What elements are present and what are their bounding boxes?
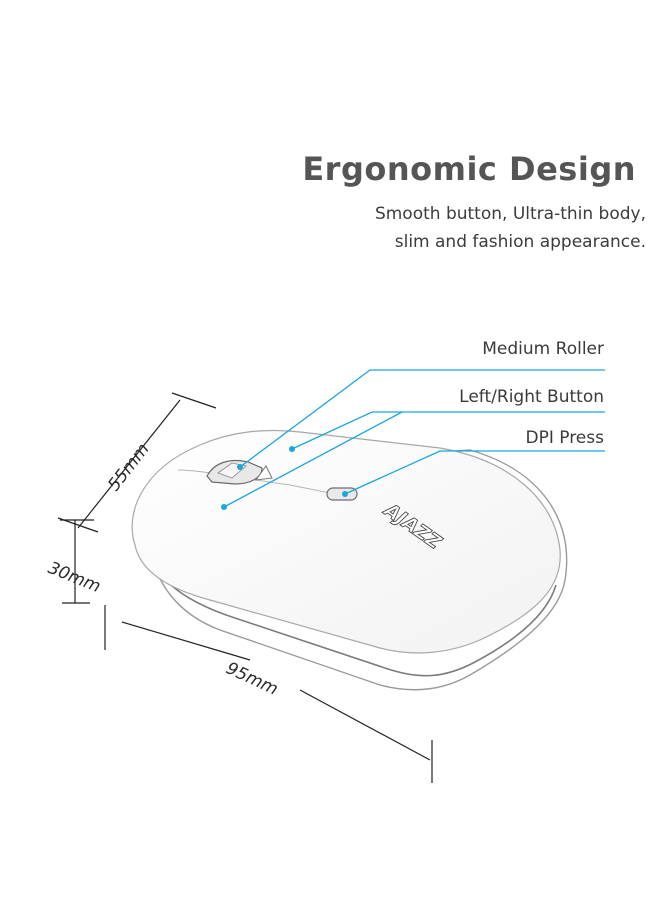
callout-line-dpi: [344, 450, 605, 495]
callout-left-right-button: Left/Right Button: [459, 387, 604, 407]
dim-line-width: [77, 399, 181, 529]
callout-dot-roller: [237, 464, 243, 470]
callout-line-roller: [239, 369, 605, 468]
callout-lines: [223, 369, 605, 508]
subtitle-line-1: Smooth button, Ultra-thin body,: [374, 204, 646, 224]
mouse-body: [131, 429, 568, 691]
dim-line-length: [121, 621, 251, 661]
callout-dpi-press: DPI Press: [525, 428, 604, 448]
callout-line-left-right-2: [223, 411, 403, 508]
scroll-wheel: [206, 459, 273, 485]
dimension-lines: [57, 392, 433, 783]
callout-line-left-right: [291, 411, 605, 450]
callout-dot-left: [289, 446, 295, 452]
callout-dot-right: [221, 504, 227, 510]
subtitle-line-2: slim and fashion appearance.: [394, 232, 646, 252]
page-title: Ergonomic Design: [302, 150, 636, 188]
callout-dots: [221, 446, 348, 510]
callout-dot-dpi: [342, 491, 348, 497]
dimension-height-label: 30mm: [45, 558, 103, 597]
dimension-length-label: 95mm: [223, 658, 281, 699]
callout-medium-roller: Medium Roller: [482, 339, 604, 359]
